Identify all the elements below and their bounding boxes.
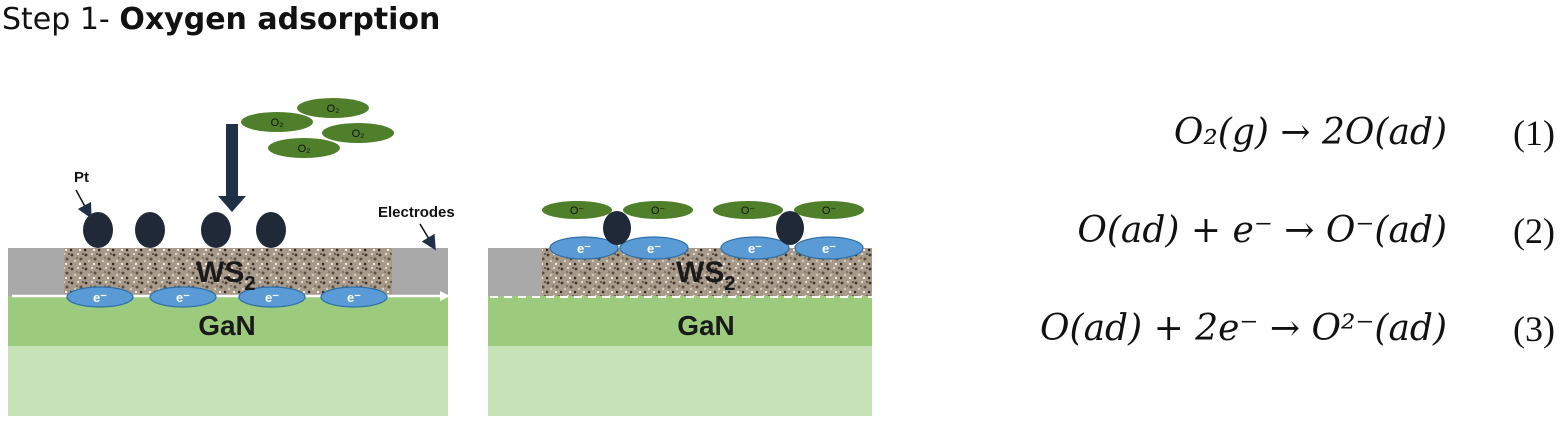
electron-label: e⁻ bbox=[822, 241, 836, 256]
electron bbox=[720, 236, 790, 260]
pt-particle bbox=[776, 211, 804, 245]
equation-text: O₂(g) → 2O(ad) bbox=[1173, 112, 1447, 153]
pt-particle bbox=[201, 212, 231, 248]
electrode-right bbox=[392, 248, 448, 296]
o2-molecule bbox=[322, 123, 394, 143]
pt-particles bbox=[603, 211, 804, 245]
pt-particles bbox=[83, 212, 286, 248]
electron bbox=[619, 236, 689, 260]
electron-group-right: e⁻ e⁻ e⁻ e⁻ bbox=[549, 236, 864, 260]
oxygen-ion-label: O⁻ bbox=[741, 205, 756, 217]
gan-label: GaN bbox=[677, 310, 735, 341]
electron bbox=[238, 286, 306, 308]
electron bbox=[794, 236, 864, 260]
adsorption-diagram: e⁻ e⁻ e⁻ e⁻ WS2 GaN Pt O₂ O₂ O₂ O₂ Elect… bbox=[8, 98, 872, 416]
pt-particle bbox=[83, 212, 113, 248]
electron bbox=[549, 236, 619, 260]
electrode-left bbox=[488, 248, 542, 296]
equation-1: O₂(g) → 2O(ad) (1) bbox=[1000, 112, 1567, 162]
oxygen-ion bbox=[713, 201, 783, 219]
oxygen-ion bbox=[794, 201, 864, 219]
title-step: Step 1- bbox=[2, 2, 110, 37]
electron bbox=[149, 286, 217, 308]
down-arrow-head bbox=[218, 196, 246, 212]
electrodes-pointer bbox=[419, 223, 436, 251]
equation-2: O(ad) + e⁻ → O⁻(ad) (2) bbox=[1000, 210, 1567, 260]
electron-label: e⁻ bbox=[93, 290, 107, 305]
equation-number: (1) bbox=[1513, 113, 1555, 153]
electron-label: e⁻ bbox=[577, 241, 591, 256]
pt-label: Pt bbox=[74, 169, 89, 186]
pt-particle bbox=[603, 211, 631, 245]
electron-label: e⁻ bbox=[265, 290, 279, 305]
page-title: Step 1- Oxygen adsorption bbox=[2, 2, 440, 37]
electrode-left bbox=[8, 248, 64, 296]
oxygen-ion-label: O⁻ bbox=[651, 205, 666, 217]
pt-particle bbox=[256, 212, 286, 248]
equation-3: O(ad) + 2e⁻ → O²⁻(ad) (3) bbox=[1000, 308, 1567, 358]
ws2-label: WS2 bbox=[196, 256, 255, 295]
down-arrow-shaft bbox=[226, 124, 238, 198]
gan-label: GaN bbox=[198, 310, 256, 341]
o2-label: O₂ bbox=[327, 103, 340, 115]
electron bbox=[66, 286, 134, 308]
electron-label: e⁻ bbox=[647, 241, 661, 256]
equation-text: O(ad) + e⁻ → O⁻(ad) bbox=[1077, 210, 1447, 251]
equation-number: (3) bbox=[1513, 309, 1555, 349]
oxygen-ion bbox=[542, 201, 612, 219]
o2-molecules: O₂ O₂ O₂ O₂ bbox=[241, 98, 394, 158]
right-panel: e⁻ e⁻ e⁻ e⁻ WS2 GaN O⁻ O⁻ O⁻ O⁻ bbox=[488, 201, 872, 416]
electrodes-label: Electrodes bbox=[378, 204, 455, 221]
o2-molecule bbox=[297, 98, 369, 118]
oxygen-ion-label: O⁻ bbox=[822, 205, 837, 217]
electron-label: e⁻ bbox=[748, 241, 762, 256]
left-panel: e⁻ e⁻ e⁻ e⁻ WS2 GaN Pt O₂ O₂ O₂ O₂ Elect… bbox=[8, 98, 455, 416]
gan-bottom-layer bbox=[488, 346, 872, 416]
equations-panel: O₂(g) → 2O(ad) (1) O(ad) + e⁻ → O⁻(ad) (… bbox=[1000, 0, 1567, 421]
electron-group-left: e⁻ e⁻ e⁻ e⁻ bbox=[66, 286, 388, 308]
o2-molecule bbox=[268, 138, 340, 158]
o2-label: O₂ bbox=[352, 128, 365, 140]
gan-layer bbox=[488, 296, 872, 346]
ws2-label: WS2 bbox=[676, 256, 735, 295]
pt-pointer bbox=[75, 189, 92, 219]
pt-particle bbox=[135, 212, 165, 248]
equation-number: (2) bbox=[1513, 211, 1555, 251]
o2-label: O₂ bbox=[271, 117, 284, 129]
o2-label: O₂ bbox=[298, 143, 311, 155]
oxygen-ions: O⁻ O⁻ O⁻ O⁻ bbox=[542, 201, 864, 219]
oxygen-ion bbox=[623, 201, 693, 219]
gan-bottom-layer bbox=[8, 346, 448, 416]
electron-label: e⁻ bbox=[347, 290, 361, 305]
equation-text: O(ad) + 2e⁻ → O²⁻(ad) bbox=[1040, 308, 1447, 349]
title-heading: Oxygen adsorption bbox=[119, 2, 441, 37]
electron bbox=[320, 286, 388, 308]
oxygen-ion-label: O⁻ bbox=[570, 205, 585, 217]
electron-label: e⁻ bbox=[176, 290, 190, 305]
o2-molecule bbox=[241, 112, 313, 132]
